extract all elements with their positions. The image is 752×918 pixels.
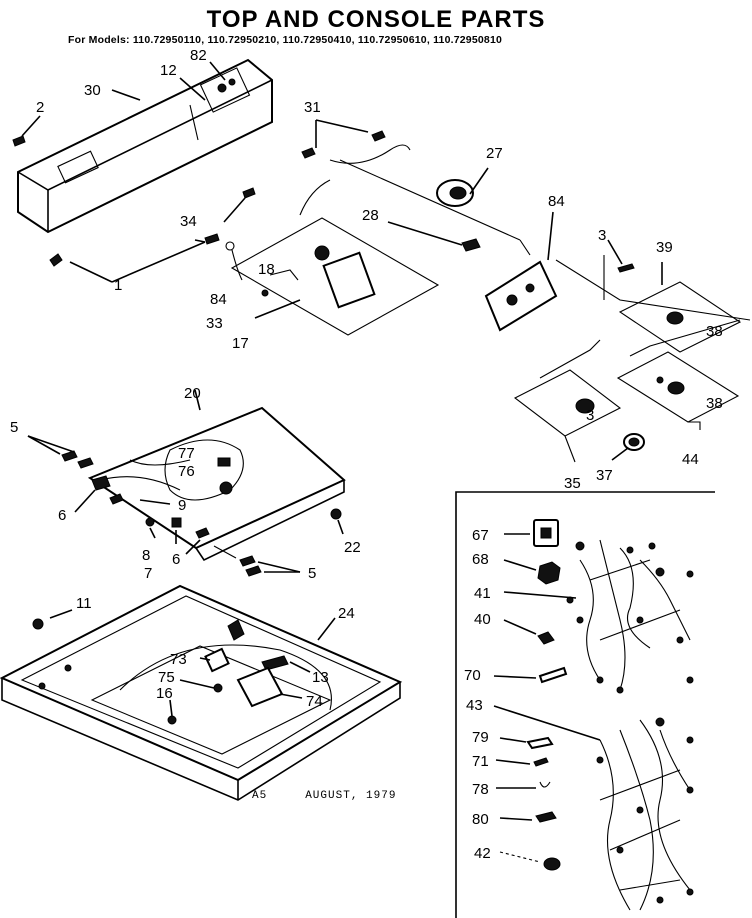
knob-37 bbox=[611, 433, 645, 461]
label-76: 76 bbox=[178, 463, 195, 480]
label-11: 11 bbox=[76, 595, 92, 612]
label-44: 44 bbox=[682, 451, 699, 468]
label-80: 80 bbox=[472, 811, 489, 828]
label-20: 20 bbox=[184, 385, 201, 402]
label-74: 74 bbox=[306, 693, 323, 710]
label-30: 30 bbox=[84, 82, 101, 99]
label-9: 9 bbox=[178, 497, 186, 514]
label-17: 17 bbox=[232, 335, 249, 352]
models-line: For Models: 110.72950110, 110.72950210, … bbox=[68, 34, 503, 46]
label-22: 22 bbox=[344, 539, 361, 556]
label-12: 12 bbox=[160, 62, 177, 79]
label-38-upper: 38 bbox=[706, 323, 723, 340]
screw-1 bbox=[49, 239, 206, 283]
box-38-lower bbox=[616, 351, 740, 430]
screws-31 bbox=[301, 119, 521, 241]
label-37: 37 bbox=[596, 467, 613, 484]
label-71: 71 bbox=[472, 753, 489, 770]
parts-6-7-8-9 bbox=[109, 493, 210, 555]
label-78: 78 bbox=[472, 781, 489, 798]
label-5-left: 5 bbox=[10, 419, 18, 436]
label-39: 39 bbox=[656, 239, 673, 256]
label-70: 70 bbox=[464, 667, 481, 684]
cabinet-top bbox=[0, 584, 403, 801]
label-6-left: 6 bbox=[58, 507, 66, 524]
label-4: 3 bbox=[598, 227, 606, 244]
label-82: 84 bbox=[210, 291, 227, 308]
label-67: 67 bbox=[472, 527, 489, 544]
label-24: 24 bbox=[338, 605, 355, 622]
top-panel bbox=[87, 389, 346, 562]
label-7: 7 bbox=[144, 565, 152, 582]
console-panel bbox=[17, 58, 273, 234]
label-43: 43 bbox=[466, 697, 483, 714]
screws-5-right bbox=[213, 545, 301, 577]
diagram-title: TOP AND CONSOLE PARTS bbox=[206, 6, 546, 33]
box-35 bbox=[513, 319, 741, 463]
part-27-knob bbox=[436, 167, 489, 207]
screw-2 bbox=[12, 115, 41, 147]
part-number-labels: 30 2 12 82 1 31 27 34 28 84 3 39 18 84 3… bbox=[10, 47, 723, 862]
label-42: 42 bbox=[474, 845, 491, 862]
wiring-parts-box bbox=[455, 491, 715, 918]
part-22 bbox=[330, 508, 344, 535]
label-34: 34 bbox=[180, 213, 197, 230]
label-5-right: 5 bbox=[308, 565, 316, 582]
label-35: 35 bbox=[564, 475, 581, 492]
label-13: 13 bbox=[312, 669, 329, 686]
label-41: 41 bbox=[474, 585, 491, 602]
label-1: 1 bbox=[114, 277, 122, 294]
label-6-right: 6 bbox=[172, 551, 180, 568]
screws-34-82 bbox=[204, 179, 331, 281]
diagram-footer: A5 AUGUST, 1979 bbox=[252, 790, 397, 802]
label-16: 16 bbox=[156, 685, 173, 702]
box-38-upper bbox=[618, 262, 742, 353]
label-8: 8 bbox=[142, 547, 150, 564]
label-38-lower: 38 bbox=[706, 395, 723, 412]
label-2: 2 bbox=[36, 99, 44, 116]
label-27: 27 bbox=[486, 145, 503, 162]
label-75: 75 bbox=[158, 669, 175, 686]
label-84: 84 bbox=[548, 193, 565, 210]
label-73: 73 bbox=[170, 651, 187, 668]
label-31: 31 bbox=[304, 99, 321, 116]
label-33: 33 bbox=[206, 315, 223, 332]
label-79: 79 bbox=[472, 729, 489, 746]
screws-5-left bbox=[27, 435, 111, 513]
label-81: 82 bbox=[190, 47, 207, 64]
part-28 bbox=[387, 221, 481, 252]
label-68: 68 bbox=[472, 551, 489, 568]
label-77: 77 bbox=[178, 445, 195, 462]
label-28: 28 bbox=[362, 207, 379, 224]
timer-84 bbox=[484, 211, 751, 332]
label-40: 40 bbox=[474, 611, 491, 628]
part-4 bbox=[603, 239, 635, 300]
label-18: 18 bbox=[258, 261, 275, 278]
label-3: 3 bbox=[586, 407, 594, 424]
motor-assembly-box bbox=[230, 217, 440, 336]
